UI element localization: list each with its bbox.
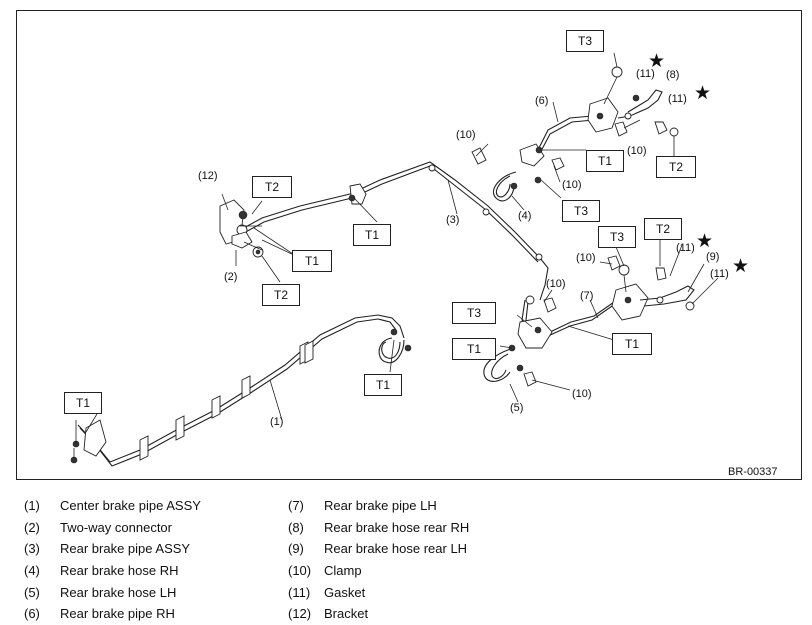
tag-t1: T1 xyxy=(64,392,102,414)
callout-9: (9) xyxy=(706,251,720,263)
legend-text: Rear brake pipe ASSY xyxy=(60,541,191,557)
tag-t2: T2 xyxy=(644,218,682,240)
legend-text: Two-way connector xyxy=(60,519,172,535)
legend-text: Clamp xyxy=(324,563,362,579)
legend-number: (8) xyxy=(288,519,304,535)
tag-t2: T2 xyxy=(656,156,696,178)
tag-t3: T3 xyxy=(562,200,600,222)
legend-item: (12) Bracket xyxy=(288,603,368,625)
callout-5: (5) xyxy=(510,402,524,414)
figure-code: BR-00337 xyxy=(728,466,778,478)
tag-t1: T1 xyxy=(586,150,624,172)
legend-item: (4) Rear brake hose RH xyxy=(24,560,179,582)
tag-t1: T1 xyxy=(452,338,496,360)
callout-11: (11) xyxy=(710,268,729,280)
tag-t1: T1 xyxy=(292,250,332,272)
legend-text: Rear brake pipe LH xyxy=(324,498,437,513)
callout-11: (11) xyxy=(636,68,655,80)
star-icon: ★ xyxy=(694,83,712,104)
legend-item: (6) Rear brake pipe RH xyxy=(24,603,175,625)
callout-10: (10) xyxy=(627,145,647,157)
callout-8: (8) xyxy=(666,69,680,81)
callout-2: (2) xyxy=(224,271,238,283)
legend-item: (9) Rear brake hose rear LH xyxy=(288,538,467,560)
legend-number: (11) xyxy=(288,584,311,600)
legend-item: (5) Rear brake hose LH xyxy=(24,582,176,604)
tag-t1: T1 xyxy=(364,374,402,396)
legend-item: (11) Gasket xyxy=(288,582,365,604)
legend-number: (10) xyxy=(288,563,312,579)
tag-t3: T3 xyxy=(598,226,636,248)
rear-brake-pipe-rh-6 xyxy=(471,66,679,202)
legend-item: (10) Clamp xyxy=(288,560,362,582)
legend-item: (3) Rear brake pipe ASSY xyxy=(24,538,190,560)
star-icon: ★ xyxy=(648,51,666,72)
star-icon: ★ xyxy=(696,231,714,252)
legend-number: (2) xyxy=(24,519,40,535)
callout-3: (3) xyxy=(446,214,460,226)
callout-1: (1) xyxy=(270,416,284,428)
callout-10: (10) xyxy=(572,388,592,400)
legend-text: Rear brake pipe RH xyxy=(60,606,175,622)
legend-number: (1) xyxy=(24,498,40,513)
callout-7: (7) xyxy=(580,290,594,302)
callout-10: (10) xyxy=(562,179,582,191)
tag-t2: T2 xyxy=(262,284,300,306)
callout-10: (10) xyxy=(456,129,476,141)
legend-text: Rear brake hose RH xyxy=(60,563,179,579)
diagram-frame xyxy=(16,10,802,480)
legend-text: Bracket xyxy=(324,606,369,622)
callout-11: (11) xyxy=(676,242,695,254)
callout-11: (11) xyxy=(668,93,687,105)
legend-right: (7) Rear brake pipe LH (8) Rear brake hose… xyxy=(288,495,469,625)
tag-t2: T2 xyxy=(252,176,292,198)
legend-number: (5) xyxy=(24,584,40,600)
legend-text: Gasket xyxy=(324,584,366,600)
callout-4: (4) xyxy=(518,210,532,222)
legend-number: (12) xyxy=(288,606,312,622)
legend-number: (9) xyxy=(288,541,304,557)
rear-brake-pipe-assy-3 xyxy=(219,161,549,301)
legend-item: (7) Rear brake pipe LH xyxy=(288,495,437,517)
legend-number: (6) xyxy=(24,606,40,622)
legend-left: (1) Center brake pipe ASSY (2) Two-way con… xyxy=(24,495,201,625)
star-icon: ★ xyxy=(732,256,750,277)
legend-text: Rear brake hose rear LH xyxy=(324,541,468,557)
callout-12: (12) xyxy=(198,170,218,182)
tag-t3: T3 xyxy=(452,302,496,324)
tag-t1: T1 xyxy=(612,333,652,355)
legend-number: (4) xyxy=(24,563,40,579)
center-brake-pipe-1 xyxy=(70,314,412,467)
legend-text: Rear brake hose rear RH xyxy=(324,519,470,535)
legend-text: Rear brake hose LH xyxy=(60,584,177,600)
legend-text: Center brake pipe ASSY xyxy=(60,498,201,513)
callout-10: (10) xyxy=(546,278,566,290)
legend-item: (1) Center brake pipe ASSY xyxy=(24,495,201,517)
legend-item: (2) Two-way connector xyxy=(24,517,172,539)
callout-6: (6) xyxy=(535,95,549,107)
tag-t3: T3 xyxy=(566,30,604,52)
legend-number: (7) xyxy=(288,498,304,513)
callout-10: (10) xyxy=(576,252,596,264)
legend-item: (8) Rear brake hose rear RH xyxy=(288,517,469,539)
legend-number: (3) xyxy=(24,541,40,557)
leader-lines xyxy=(85,52,719,433)
tag-t1: T1 xyxy=(353,224,391,246)
rear-brake-pipe-lh-7 xyxy=(483,255,695,387)
